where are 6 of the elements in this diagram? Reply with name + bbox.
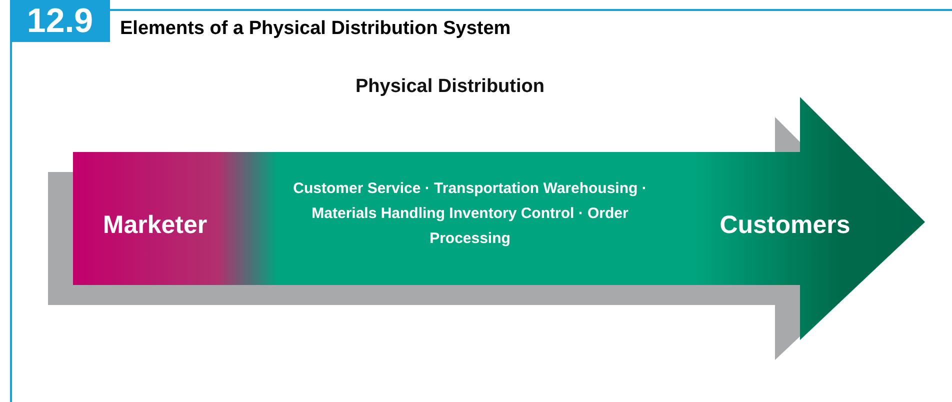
figure-number: 12.9 [10, 0, 110, 42]
node-text: Customer Service · Transportation Warehousing · Materials Handling Inventory Control · Order Processing [292, 179, 648, 249]
node-label: Marketer [102, 210, 208, 241]
heading: Physical Distribution [354, 76, 546, 98]
node-label: Customers [718, 210, 852, 241]
figure-title: Elements of a Physical Distribution System [120, 18, 511, 40]
